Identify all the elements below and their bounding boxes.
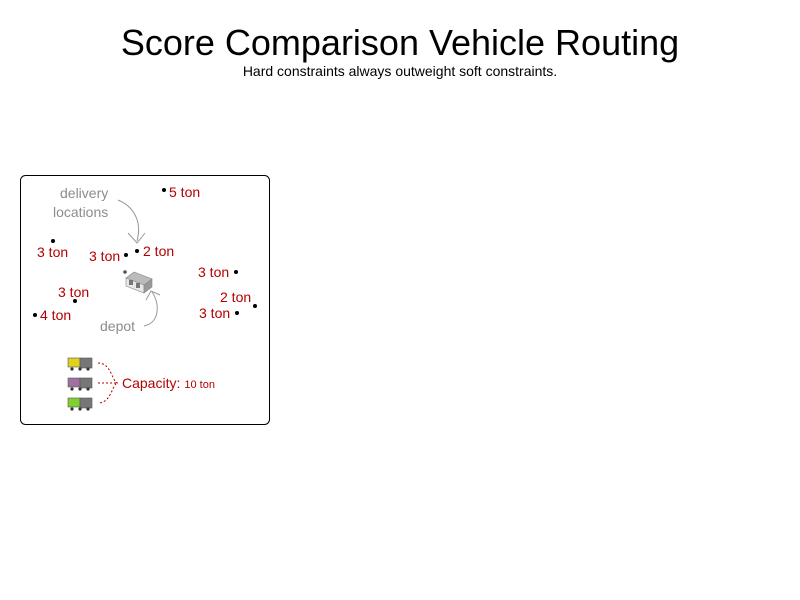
vehicle-bracket xyxy=(97,362,119,404)
capacity-label: Capacity:10 ton xyxy=(122,375,215,391)
location-5-ton: 5 ton xyxy=(162,184,200,200)
delivery-arrowhead-icon xyxy=(127,232,146,244)
truck-icon xyxy=(67,377,93,391)
location-3-ton-d: 3 ton xyxy=(199,305,239,321)
page-subtitle: Hard constraints always outweight soft c… xyxy=(242,63,558,79)
truck-icon xyxy=(67,397,93,411)
location-2-ton-b: 2 ton xyxy=(220,289,257,308)
annotation-depot: depot xyxy=(100,318,135,334)
svg-text:5 ton: 5 ton xyxy=(169,184,200,200)
svg-text:3 ton: 3 ton xyxy=(58,284,89,300)
svg-text:3 ton: 3 ton xyxy=(199,305,230,321)
svg-text:2 ton: 2 ton xyxy=(143,243,174,259)
problem-diagram: delivery locations depot 5 ton 3 ton 3 t… xyxy=(20,175,270,425)
location-3-ton-b: 3 ton xyxy=(89,248,128,264)
page-title: Score Comparison Vehicle Routing xyxy=(120,22,680,63)
svg-text:3 ton: 3 ton xyxy=(89,248,120,264)
delivery-arrow-icon xyxy=(117,199,140,242)
depot-arrowhead-icon xyxy=(145,290,161,301)
svg-text:2 ton: 2 ton xyxy=(220,289,251,305)
annotation-locations: locations xyxy=(53,204,108,220)
svg-text:3 ton: 3 ton xyxy=(198,264,229,280)
location-2-ton-a: 2 ton xyxy=(135,243,174,259)
location-3-ton-a: 3 ton xyxy=(37,239,68,260)
depot-arrow-icon xyxy=(143,291,158,327)
location-3-ton-c: 3 ton xyxy=(198,264,238,280)
svg-text:3 ton: 3 ton xyxy=(37,244,68,260)
truck-icon xyxy=(67,357,93,371)
depot-icon xyxy=(123,270,153,294)
svg-text:4 ton: 4 ton xyxy=(40,307,71,323)
location-3-ton-e: 3 ton xyxy=(58,284,89,303)
location-4-ton: 4 ton xyxy=(33,307,71,323)
annotation-delivery: delivery xyxy=(60,185,108,201)
